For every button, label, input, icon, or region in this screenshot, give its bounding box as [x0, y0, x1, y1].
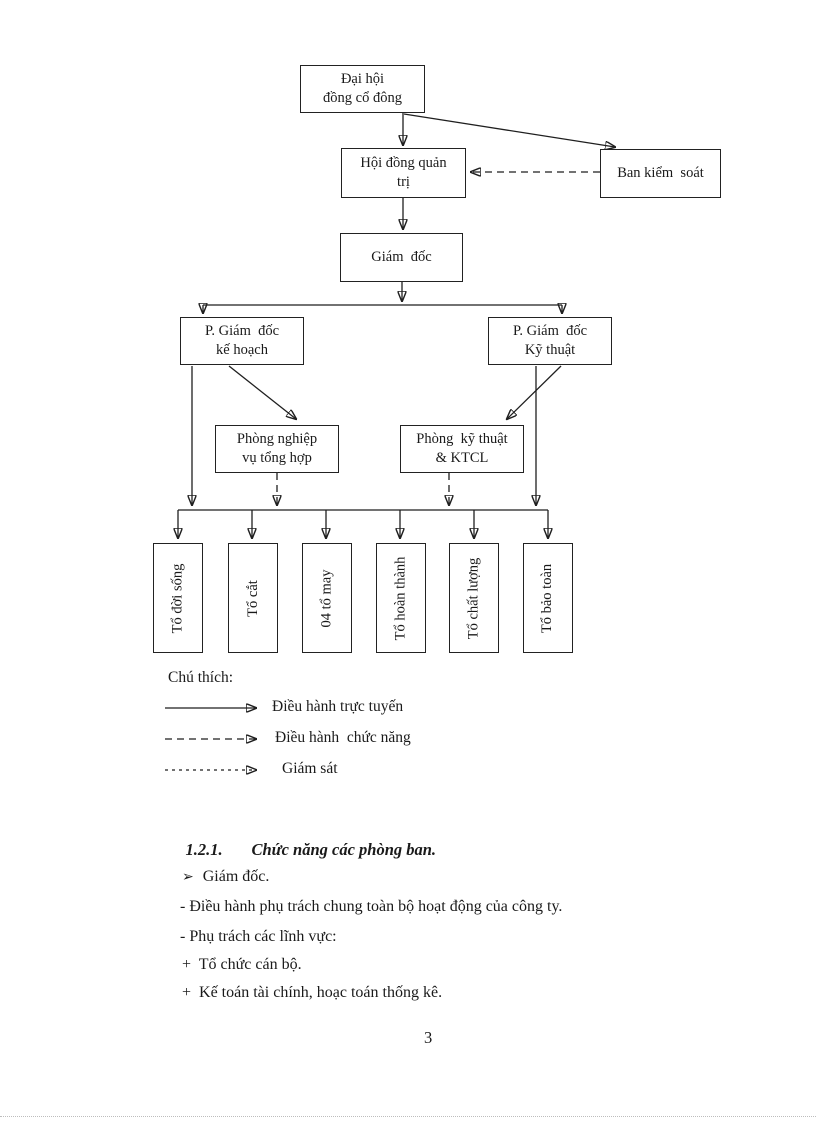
node-label: Phòng nghiệp: [236, 431, 318, 447]
node-label: Tổ đời sống: [169, 563, 186, 633]
page-number: 3: [424, 1028, 433, 1047]
node-phong-nghiep-vu-tong-hop: Phòng nghiệp vụ tổng hợp: [215, 425, 339, 473]
node-label: Tổ cắt: [244, 579, 261, 617]
node-label: 04 tổ may: [318, 569, 335, 627]
section-title: Chức năng các phòng ban.: [251, 840, 437, 859]
node-to-hoan-thanh: Tổ hoàn thành: [376, 543, 426, 653]
body-text: - Phụ trách các lĩnh vực:: [180, 928, 337, 945]
section-number: 1.2.1.: [185, 840, 223, 859]
body-line: - Điều hành phụ trách chung toàn bộ hoạt…: [164, 880, 562, 934]
node-label: kế hoạch: [216, 342, 268, 358]
legend-title: Chú thích:: [168, 669, 234, 686]
node-label: Phòng kỹ thuật: [416, 431, 508, 447]
body-line: - Phụ trách các lĩnh vực:: [164, 910, 337, 964]
node-label: Đại hội: [340, 71, 385, 87]
section-heading: 1.2.1. Chức năng các phòng ban.: [169, 820, 437, 880]
node-label: đồng cổ đông: [323, 90, 402, 106]
node-to-chat-luong: Tổ chất lượng: [449, 543, 499, 653]
legend-label-dashed: Điều hành chức năng: [275, 729, 411, 746]
node-p-giam-doc-ky-thuat: P. Giám đốc Kỹ thuật: [488, 317, 612, 365]
node-label: Tổ chất lượng: [465, 557, 482, 639]
node-label: trị: [397, 174, 410, 190]
node-04-to-may: 04 tổ may: [302, 543, 352, 653]
node-to-doi-song: Tổ đời sống: [153, 543, 203, 653]
node-label: P. Giám đốc: [204, 323, 280, 339]
body-text: + Tổ chức cán bộ.: [182, 956, 302, 973]
body-line: + Kế toán tài chính, hoạc toán thống kê.: [166, 966, 442, 1020]
node-hoi-dong-quan-tri: Hội đồng quản trị: [341, 148, 466, 198]
legend-label-dotted: Giám sát: [282, 760, 338, 777]
node-p-giam-doc-ke-hoach: P. Giám đốc kế hoạch: [180, 317, 304, 365]
node-phong-ky-thuat-ktcl: Phòng kỹ thuật & KTCL: [400, 425, 524, 473]
node-label: Giám đốc: [371, 249, 432, 265]
node-to-cat: Tổ cắt: [228, 543, 278, 653]
node-to-bao-toan: Tổ bảo toàn: [523, 543, 573, 653]
footer-dotted-rule: [0, 1116, 816, 1117]
node-label: Tổ hoàn thành: [392, 556, 409, 640]
node-ban-kiem-soat: Ban kiểm soát: [600, 149, 721, 198]
node-label: P. Giám đốc: [512, 323, 588, 339]
body-line: + Tổ chức cán bộ.: [166, 938, 302, 992]
node-label: Tổ bảo toàn: [539, 563, 556, 633]
node-dai-hoi-dong-co-dong: Đại hội đồng cổ đông: [300, 65, 425, 113]
body-line: ➢ Giám đốc.: [166, 850, 269, 904]
body-text: + Kế toán tài chính, hoạc toán thống kê.: [182, 984, 443, 1001]
node-giam-doc: Giám đốc: [340, 233, 463, 282]
legend-label-solid: Điều hành trực tuyến: [272, 698, 404, 715]
node-label: Hội đồng quản: [360, 155, 447, 171]
body-text: Giám đốc.: [202, 868, 270, 885]
node-label: vụ tổng hợp: [242, 450, 312, 466]
node-label: Kỹ thuật: [524, 342, 576, 358]
node-label: & KTCL: [435, 450, 489, 466]
node-label: Ban kiểm soát: [617, 165, 704, 181]
body-text: - Điều hành phụ trách chung toàn bộ hoạt…: [180, 898, 563, 915]
arrow-bullet-icon: ➢: [182, 870, 194, 885]
